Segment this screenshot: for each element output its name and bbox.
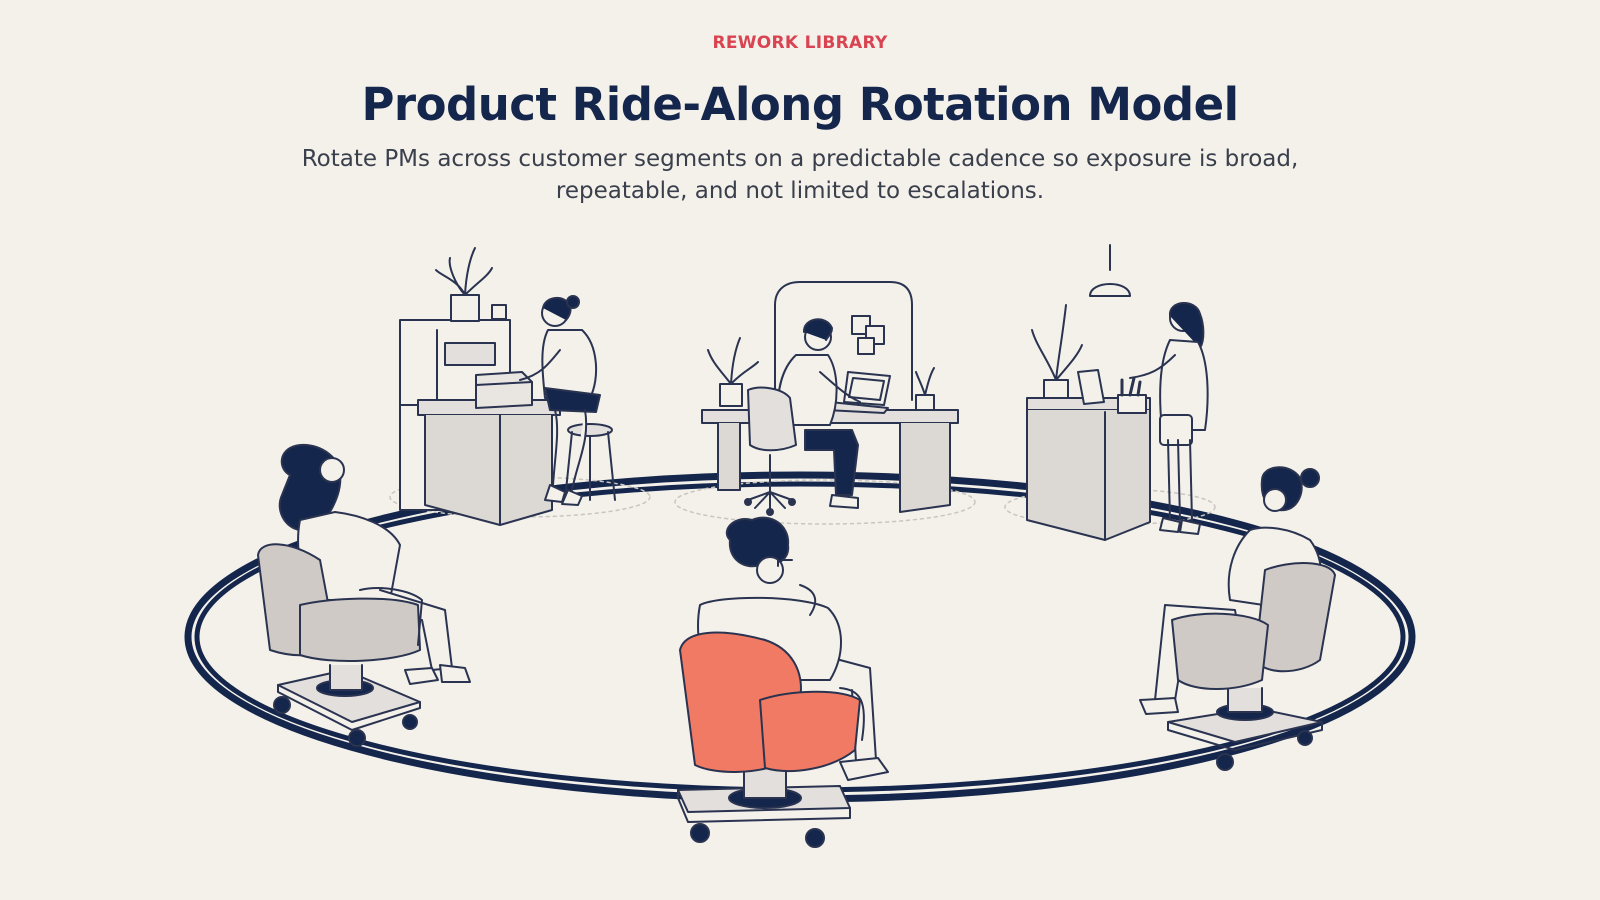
warehouse-packing-station <box>399 247 616 526</box>
observer-center-highlighted <box>677 516 889 848</box>
page-title: Product Ride-Along Rotation Model <box>361 78 1239 131</box>
page-subtitle: Rotate PMs across customer segments on a… <box>301 146 1299 204</box>
observer-right <box>1139 466 1336 771</box>
office-laptop-desk <box>701 281 959 516</box>
observer-left <box>257 443 471 747</box>
eyebrow-label: REWORK LIBRARY <box>712 33 888 53</box>
retail-checkout-counter <box>1026 244 1209 541</box>
